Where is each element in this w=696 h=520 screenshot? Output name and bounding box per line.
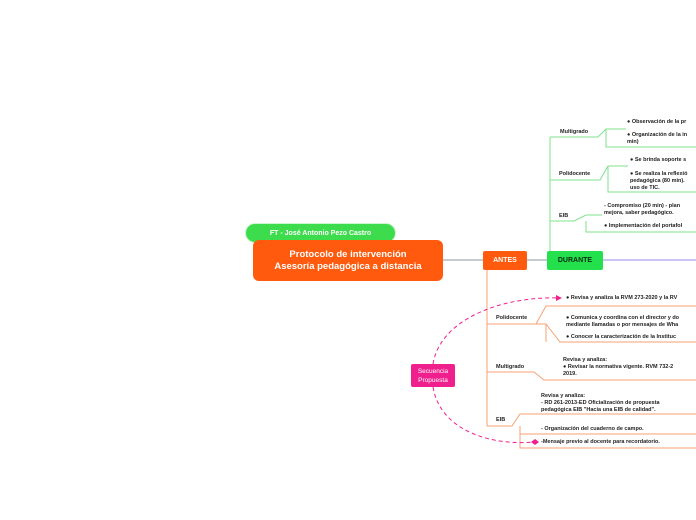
central-topic-node[interactable]: Protocolo de intervención Asesoría pedag… bbox=[253, 240, 443, 281]
durante-polidocente-item-1[interactable]: ● Se brinda soporte s bbox=[630, 157, 687, 163]
link-durante-polidocente bbox=[556, 165, 696, 193]
antes-eib-item-1[interactable]: Revisa y analiza: - RD 261-2013-ED Ofici… bbox=[541, 393, 660, 413]
antes-node[interactable]: ANTES bbox=[483, 251, 527, 270]
author-label: FT - José Antonio Pezo Castro bbox=[269, 229, 372, 237]
antes-eib-item-3[interactable]: -Mensaje previo al docente para recordat… bbox=[541, 439, 660, 445]
central-topic-title: Protocolo de intervención Asesoría pedag… bbox=[274, 248, 422, 272]
durante-label: DURANTE bbox=[557, 257, 593, 264]
link-antes-polidocente bbox=[487, 305, 696, 343]
durante-eib-label[interactable]: EIB bbox=[559, 213, 569, 219]
sequence-arrowhead-top bbox=[556, 295, 562, 301]
author-node[interactable]: FT - José Antonio Pezo Castro bbox=[246, 224, 395, 242]
secuencia-label: Secuencia Propuesta bbox=[417, 367, 449, 384]
link-antes-eib bbox=[487, 413, 696, 449]
link-durante-multigrado bbox=[556, 128, 696, 148]
antes-multigrado-item-1[interactable]: Revisa y analiza: ● Revisar la normativa… bbox=[563, 357, 674, 377]
antes-polidocente-label[interactable]: Polidocente bbox=[496, 315, 528, 321]
link-antes-multigrado bbox=[487, 371, 696, 381]
durante-polidocente-label[interactable]: Polidocente bbox=[559, 171, 591, 177]
sequence-arrowhead-bottom bbox=[531, 439, 539, 445]
antes-eib-label[interactable]: EIB bbox=[496, 417, 506, 423]
durante-polidocente-item-2[interactable]: ● Se realiza la reflexió pedagógica (80 … bbox=[630, 171, 688, 191]
sequence-link-top bbox=[432, 297, 561, 365]
durante-multigrado-item-1[interactable]: ● Observación de la pr bbox=[627, 119, 687, 125]
link-durante-trunk bbox=[549, 136, 556, 251]
sequence-link-bottom bbox=[432, 386, 535, 444]
durante-eib-item-1[interactable]: - Compromiso (20 min) - plan mejora, sab… bbox=[604, 203, 681, 216]
antes-multigrado-label[interactable]: Multigrado bbox=[496, 364, 525, 370]
link-durante-eib bbox=[556, 214, 696, 233]
antes-label: ANTES bbox=[493, 257, 517, 264]
secuencia-propuesta-node[interactable]: Secuencia Propuesta bbox=[411, 364, 455, 387]
antes-polidocente-item-1[interactable]: ● Revisa y analiza la RVM 273-2020 y la … bbox=[566, 295, 678, 301]
durante-eib-item-2[interactable]: ● Implementación del portafol bbox=[604, 223, 683, 229]
antes-eib-item-2[interactable]: - Organización del cuaderno de campo. bbox=[541, 426, 644, 432]
antes-polidocente-item-2[interactable]: ● Comunica y coordina con el director y … bbox=[566, 315, 680, 328]
durante-node[interactable]: DURANTE bbox=[547, 251, 603, 270]
durante-multigrado-label[interactable]: Multigrado bbox=[560, 129, 589, 135]
durante-multigrado-item-2[interactable]: ● Organización de la in min) bbox=[627, 132, 688, 145]
antes-polidocente-item-3[interactable]: ● Conocer la caracterización de la Insti… bbox=[566, 334, 676, 340]
